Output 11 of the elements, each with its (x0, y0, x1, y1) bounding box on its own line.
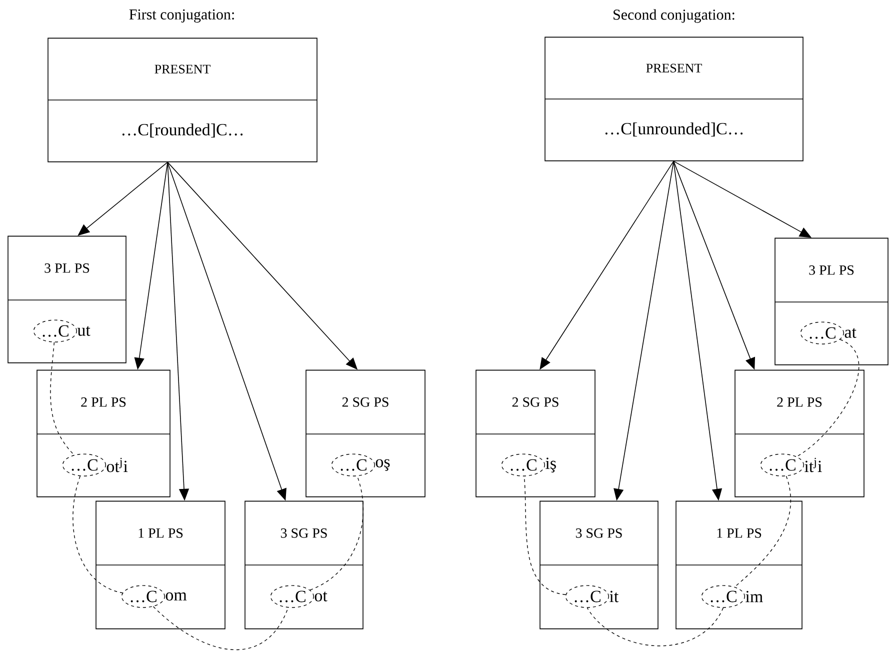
dashed-curve (734, 476, 791, 588)
dashed-curve (50, 342, 74, 456)
heading: Second conjugation: (614, 9, 734, 23)
dashed-curve (310, 476, 364, 590)
dashed-curve (796, 339, 859, 457)
heading: First conjugation: (129, 9, 234, 23)
dashed-curve (152, 606, 289, 650)
dashed-curve (586, 607, 724, 646)
table-box: PRESENT …C[rounded]C… (48, 38, 318, 162)
dashed-curve (72, 476, 123, 594)
table-box: PRESENT …C[unrounded]C… (544, 36, 804, 162)
